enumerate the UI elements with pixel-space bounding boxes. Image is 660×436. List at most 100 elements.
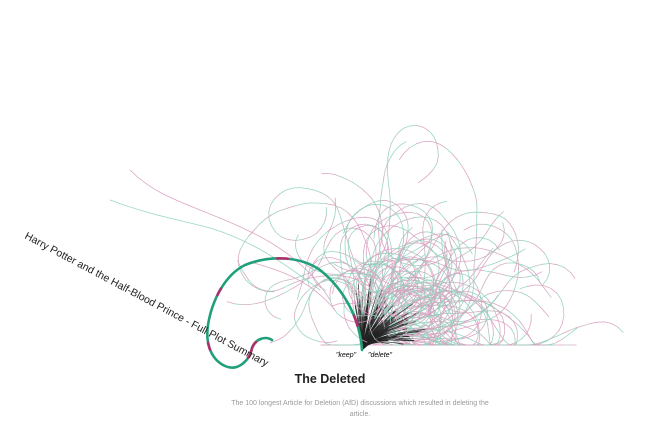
vote-strand	[337, 270, 343, 275]
highlighted-discussion-title[interactable]: Harry Potter and the Half-Blood Prince -…	[23, 230, 271, 370]
vote-strand	[356, 287, 362, 295]
vote-strand	[555, 338, 563, 344]
vote-strand	[401, 241, 404, 251]
vote-strand	[375, 204, 379, 211]
vote-strand	[388, 205, 391, 234]
vote-strand	[445, 305, 458, 308]
vote-strand	[384, 255, 391, 261]
vote-strand	[385, 270, 407, 277]
vote-strand	[389, 207, 405, 235]
vote-strand	[549, 263, 558, 266]
vote-strand	[430, 267, 435, 276]
vote-strand	[384, 303, 394, 316]
vote-strand	[380, 217, 388, 222]
vote-strand	[454, 285, 458, 293]
highlight-delete-segment	[352, 314, 359, 327]
vote-strand	[475, 232, 477, 250]
vote-strand	[478, 336, 481, 345]
vote-strand	[424, 298, 434, 306]
vote-strand	[422, 221, 425, 229]
vote-strand	[367, 305, 370, 312]
vote-strand	[449, 241, 453, 248]
vote-strand	[510, 328, 515, 334]
vote-strand	[271, 210, 280, 215]
vote-strand	[458, 239, 473, 255]
vote-strand	[321, 192, 334, 202]
vote-strand	[411, 283, 418, 290]
vote-strand	[434, 317, 441, 324]
vote-strand	[330, 261, 337, 266]
vote-strand	[436, 156, 439, 164]
vote-strand	[520, 265, 534, 275]
vote-strand	[424, 261, 429, 268]
vote-strand	[420, 338, 435, 341]
vote-strand	[421, 241, 433, 252]
vote-strand	[474, 193, 478, 203]
vote-strand	[426, 204, 435, 209]
vote-strand	[456, 237, 460, 246]
vote-strand	[444, 240, 447, 255]
vote-strand	[467, 296, 482, 309]
vote-strand	[460, 300, 465, 307]
vote-strand	[441, 236, 443, 250]
vote-strand	[428, 289, 447, 298]
vote-strand	[491, 334, 494, 343]
vote-strand	[276, 292, 285, 297]
vote-strand	[396, 310, 398, 317]
vote-strand	[472, 337, 479, 346]
vote-strand	[558, 315, 565, 332]
vote-strand	[431, 301, 441, 304]
discussion-stem	[361, 312, 420, 351]
highlighted-discussion-path[interactable]	[206, 257, 364, 369]
vote-strand	[362, 266, 368, 271]
vote-strand	[433, 319, 439, 327]
vote-strand	[455, 291, 462, 296]
vote-strand	[363, 307, 366, 316]
vote-strand	[358, 272, 366, 275]
vote-strand	[392, 278, 400, 293]
vote-strand	[324, 235, 328, 242]
vote-strand	[370, 279, 373, 287]
vote-strand	[488, 331, 490, 339]
vote-strand	[383, 226, 388, 233]
vote-strand	[436, 328, 443, 334]
vote-strand	[493, 262, 508, 270]
vote-strand	[458, 324, 466, 327]
vote-strand	[423, 290, 426, 299]
vote-strand	[359, 263, 375, 268]
vote-strand	[369, 316, 372, 324]
vote-strand	[458, 252, 462, 269]
vote-strand	[413, 338, 422, 340]
vote-strand	[345, 257, 349, 266]
vote-strand	[393, 337, 400, 340]
vote-strand	[444, 296, 450, 303]
vote-strand	[434, 337, 447, 340]
vote-strand	[446, 220, 452, 226]
vote-strand	[444, 218, 450, 226]
vote-strand	[294, 202, 327, 207]
vote-strand	[332, 279, 340, 282]
vote-strand	[456, 158, 463, 166]
vote-strand	[342, 286, 347, 293]
vote-strand	[445, 234, 459, 241]
vote-strand	[279, 187, 322, 195]
vote-strand	[288, 314, 302, 333]
vote-strand	[575, 325, 584, 329]
vote-strand	[479, 315, 482, 322]
vote-strand	[346, 178, 353, 183]
vote-strand	[320, 221, 326, 229]
vote-strand	[410, 270, 419, 273]
vote-strand	[324, 214, 327, 223]
vote-strand	[387, 254, 389, 262]
vote-strand	[404, 320, 411, 323]
vote-strand	[318, 263, 330, 269]
highlight-delete-segment	[206, 341, 212, 351]
vote-strand	[453, 241, 463, 258]
vote-strand	[242, 270, 249, 281]
highlight-delete-segment	[216, 287, 223, 297]
vote-strand	[371, 333, 376, 340]
vote-strand	[390, 137, 395, 145]
vote-strand	[475, 254, 492, 278]
vote-strand	[371, 225, 377, 231]
vote-strand	[398, 232, 407, 247]
